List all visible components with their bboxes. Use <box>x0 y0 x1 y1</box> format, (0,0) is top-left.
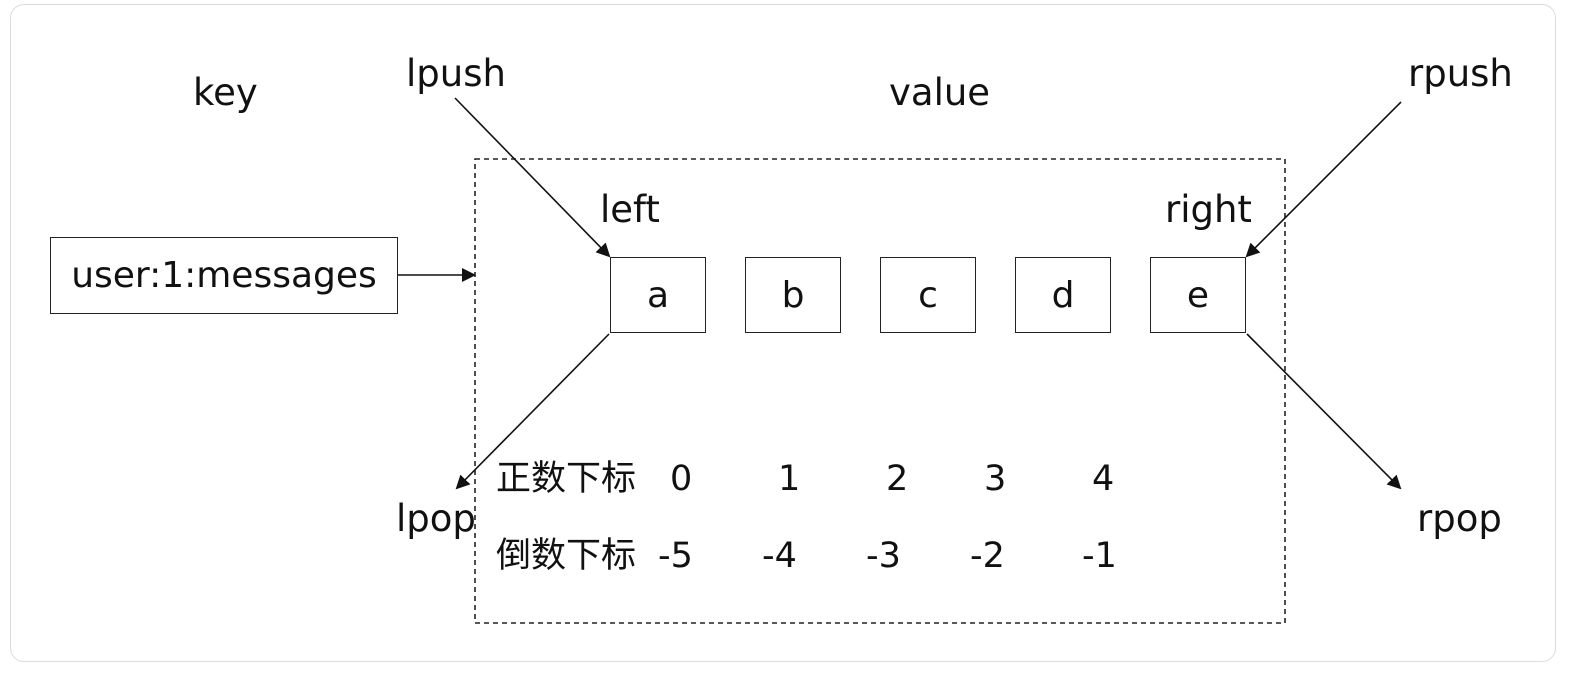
positive-index-value: 0 <box>670 459 693 499</box>
list-element: e <box>1150 257 1246 333</box>
list-element-value: d <box>1051 274 1075 316</box>
rpop-arrow <box>1246 333 1402 490</box>
value-container <box>474 158 1286 624</box>
rpush-label: rpush <box>1408 52 1513 95</box>
negative-index-value: -2 <box>970 536 1005 576</box>
positive-index-value: 3 <box>984 459 1007 499</box>
lpop-label: lpop <box>396 497 476 540</box>
rpop-label: rpop <box>1417 497 1502 540</box>
positive-index-value: 2 <box>886 459 909 499</box>
lpush-label: lpush <box>406 52 506 95</box>
lpush-arrow <box>454 97 611 258</box>
key-heading: key <box>193 71 258 114</box>
list-element-value: b <box>781 274 805 316</box>
diagram-frame <box>10 4 1556 662</box>
list-element: c <box>880 257 976 333</box>
positive-index-value: 1 <box>778 459 801 499</box>
list-element-value: c <box>918 274 938 316</box>
negative-index-value: -5 <box>658 536 693 576</box>
lpop-arrow <box>455 333 610 490</box>
key-box: user:1:messages <box>50 237 398 314</box>
list-element: d <box>1015 257 1111 333</box>
list-element: a <box>610 257 706 333</box>
list-element-value: e <box>1186 274 1210 316</box>
rpush-arrow <box>1245 101 1402 258</box>
positive-index-value: 4 <box>1092 459 1115 499</box>
negative-index-value: -3 <box>866 536 901 576</box>
right-end-label: right <box>1165 188 1252 231</box>
negative-index-value: -1 <box>1082 536 1117 576</box>
negative-index-label: 倒数下标 <box>496 536 637 576</box>
list-element: b <box>745 257 841 333</box>
positive-index-label: 正数下标 <box>496 459 637 499</box>
list-element-value: a <box>646 274 670 316</box>
key-name: user:1:messages <box>71 255 377 296</box>
value-heading: value <box>889 71 991 114</box>
negative-index-value: -4 <box>762 536 797 576</box>
left-end-label: left <box>600 188 660 231</box>
